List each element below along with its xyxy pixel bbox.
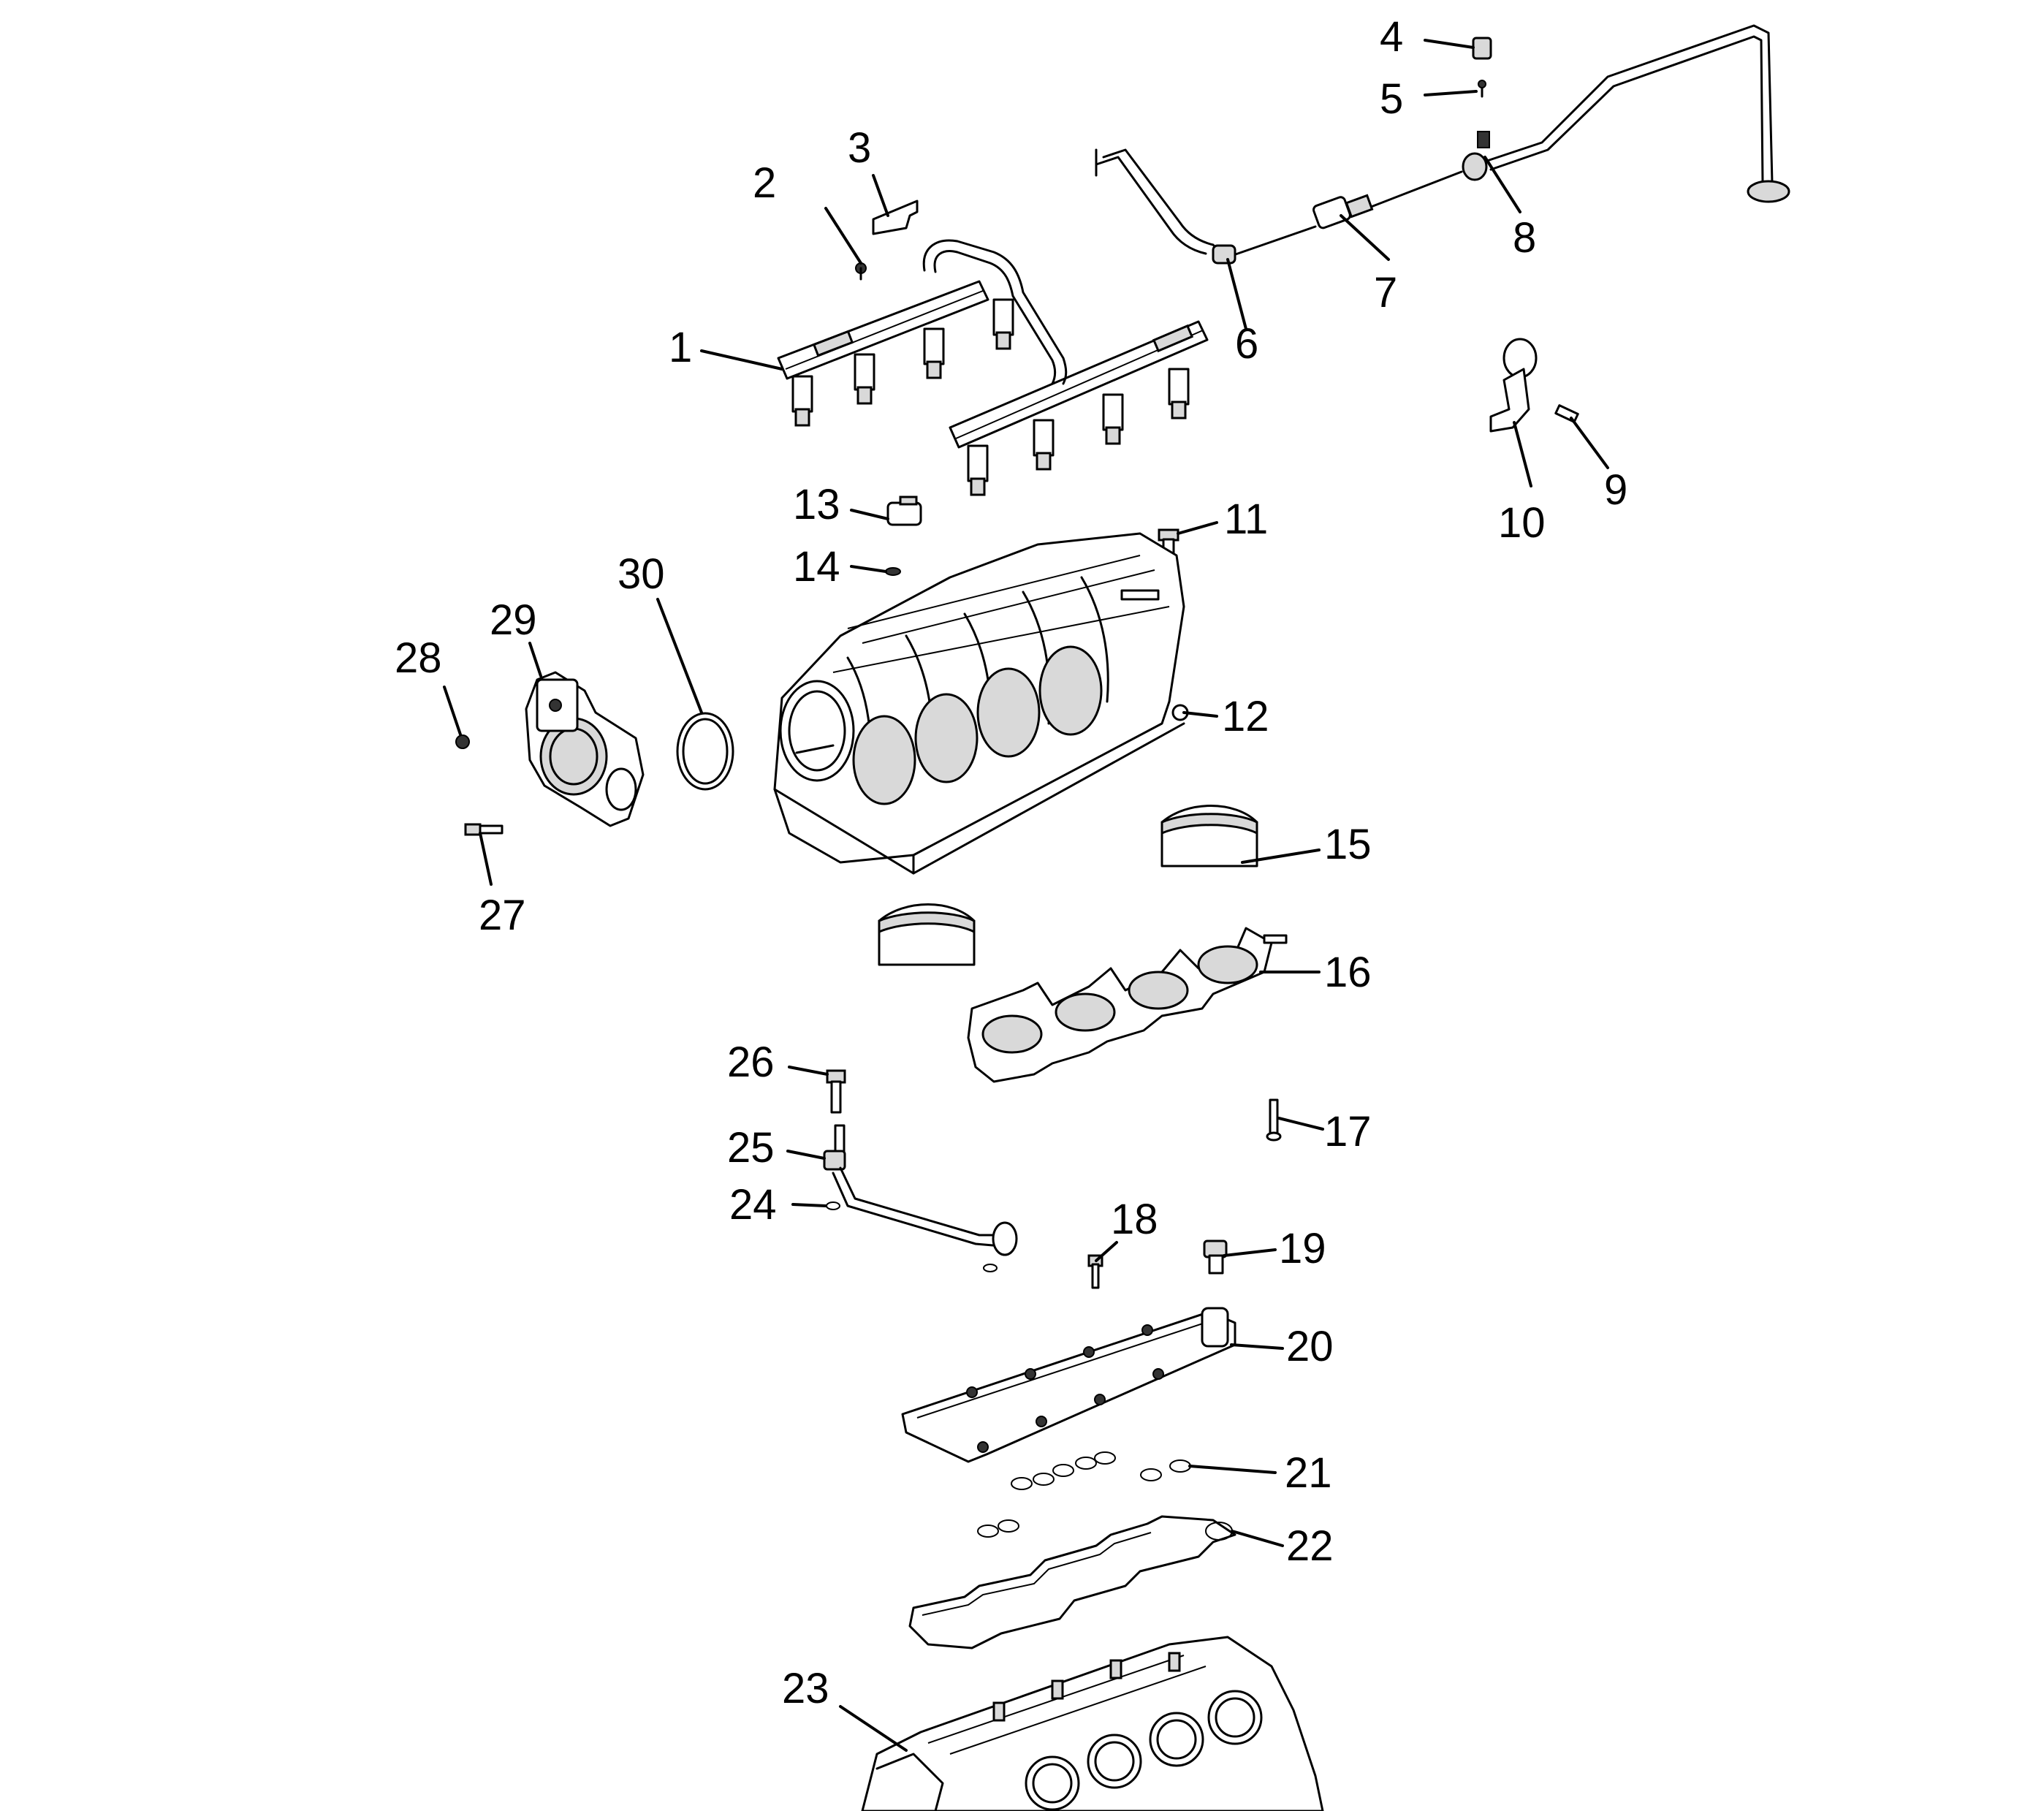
callout-23: 23 (782, 1665, 829, 1712)
callout-29: 29 (490, 596, 537, 644)
injector (854, 353, 875, 405)
callout-15: 15 (1324, 821, 1372, 868)
callout-26: 26 (727, 1039, 775, 1086)
fuel-rail-cover-clip (1489, 338, 1538, 433)
seal-pin (1554, 404, 1579, 423)
oil-level-tube-bolt (826, 1069, 846, 1114)
callout-9: 9 (1604, 466, 1627, 514)
callout-27: 27 (479, 892, 526, 939)
callout-21: 21 (1285, 1449, 1332, 1497)
throttle-body-bolt (464, 823, 504, 836)
fuel-pulse-damper (1312, 194, 1374, 229)
callout-13: 13 (793, 481, 840, 528)
intake-manifold-gasket (967, 927, 1288, 1083)
injector (1168, 368, 1190, 419)
fuel-rail-assembly (777, 239, 1209, 496)
callout-22: 22 (1286, 1522, 1334, 1570)
injector (791, 375, 813, 427)
pcv-tube (823, 1124, 1018, 1256)
throttle-body (525, 671, 645, 827)
callout-18: 18 (1111, 1196, 1158, 1243)
callout-19: 19 (1279, 1225, 1326, 1272)
callout-7: 7 (1374, 269, 1397, 316)
o-ring-seal (826, 1201, 840, 1210)
valve-core (1478, 80, 1486, 98)
callout-11: 11 (1224, 496, 1268, 543)
callout-5: 5 (1380, 75, 1403, 123)
sensor-seal (885, 567, 901, 576)
fuel-pipe-fitting (1462, 131, 1490, 181)
throttle-body-seal (676, 712, 734, 791)
callout-20: 20 (1286, 1323, 1334, 1370)
callout-12: 12 (1222, 693, 1269, 740)
oil-pressure-sensor (1203, 1239, 1228, 1275)
o-ring-set (977, 1451, 1191, 1538)
callout-25: 25 (727, 1124, 775, 1172)
o-ring-seal (983, 1264, 998, 1272)
injector (992, 298, 1014, 350)
callout-3: 3 (848, 124, 871, 172)
callout-30: 30 (618, 550, 665, 598)
fuel-cap (1472, 37, 1492, 60)
fuel-rail-bracket (872, 200, 919, 235)
callout-8: 8 (1513, 214, 1536, 262)
callout-24: 24 (729, 1181, 777, 1229)
injector (967, 444, 989, 496)
callout-14: 14 (793, 543, 840, 591)
injector (923, 327, 945, 379)
callout-17: 17 (1324, 1108, 1372, 1155)
engine-block (861, 1636, 1324, 1811)
callout-4: 4 (1380, 13, 1403, 61)
callout-2: 2 (753, 159, 776, 207)
callout-labels: 1 2 3 4 5 6 7 8 9 10 11 12 13 14 15 16 1… (395, 13, 1627, 1712)
quick-connector (1212, 244, 1236, 265)
intake-port-insert (878, 903, 976, 966)
callout-16: 16 (1324, 949, 1372, 996)
fuel-rail-bolt (855, 262, 867, 281)
injector (1033, 419, 1055, 471)
callout-10: 10 (1498, 499, 1546, 547)
callout-28: 28 (395, 634, 442, 682)
leader-lines (443, 39, 1609, 1752)
valley-cover (901, 1307, 1236, 1463)
throttle-body-nut (455, 734, 470, 749)
injector (1102, 393, 1124, 445)
intake-port-insert (1160, 805, 1258, 867)
map-sensor (886, 496, 922, 526)
callout-6: 6 (1235, 320, 1258, 368)
intake-manifold (773, 532, 1189, 875)
valley-cover-gasket (908, 1515, 1236, 1649)
gasket-bolt (1266, 1098, 1282, 1142)
callout-1: 1 (669, 324, 692, 371)
fuel-feed-pipe (1095, 24, 1790, 257)
